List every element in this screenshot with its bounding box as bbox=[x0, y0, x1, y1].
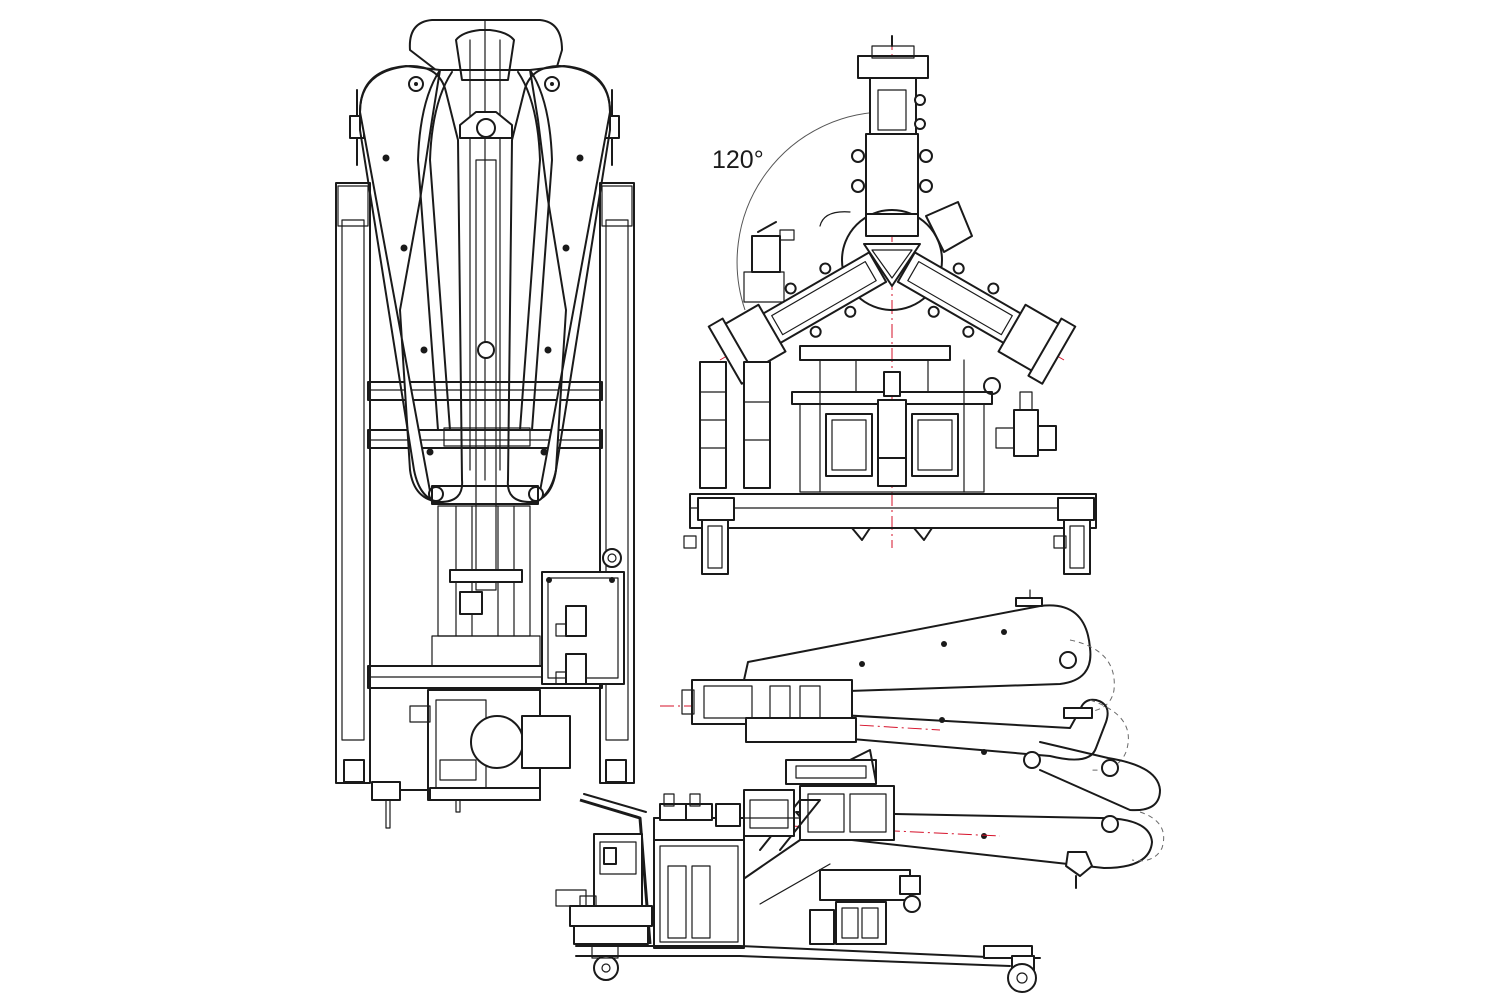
top-clamp bbox=[459, 111, 513, 139]
frame-rail-right bbox=[599, 182, 635, 784]
side-bracket bbox=[819, 201, 973, 253]
angle-arc bbox=[736, 111, 893, 311]
hub bbox=[841, 209, 943, 311]
center-column bbox=[431, 159, 541, 667]
arm-right bbox=[896, 251, 1077, 385]
arm-left bbox=[707, 251, 888, 385]
arm-position-middle bbox=[747, 698, 1161, 812]
motor-unit bbox=[371, 689, 571, 829]
arm-housing bbox=[359, 19, 611, 503]
angle-label: 120° bbox=[712, 146, 764, 174]
side-base bbox=[575, 945, 1041, 993]
pump-cart bbox=[555, 789, 801, 949]
left-valve bbox=[743, 221, 795, 303]
frame-rail-left bbox=[335, 182, 371, 784]
side-chassis bbox=[741, 749, 921, 945]
side-head-block bbox=[681, 679, 857, 743]
valve-block bbox=[541, 548, 625, 685]
lower-frame bbox=[683, 345, 1097, 575]
front-view-folded bbox=[335, 19, 635, 829]
arm-position-lower bbox=[795, 811, 1165, 889]
arm-top bbox=[851, 35, 933, 219]
end-view-deployed: 120° bbox=[683, 35, 1097, 575]
side-view-positions bbox=[555, 589, 1165, 993]
